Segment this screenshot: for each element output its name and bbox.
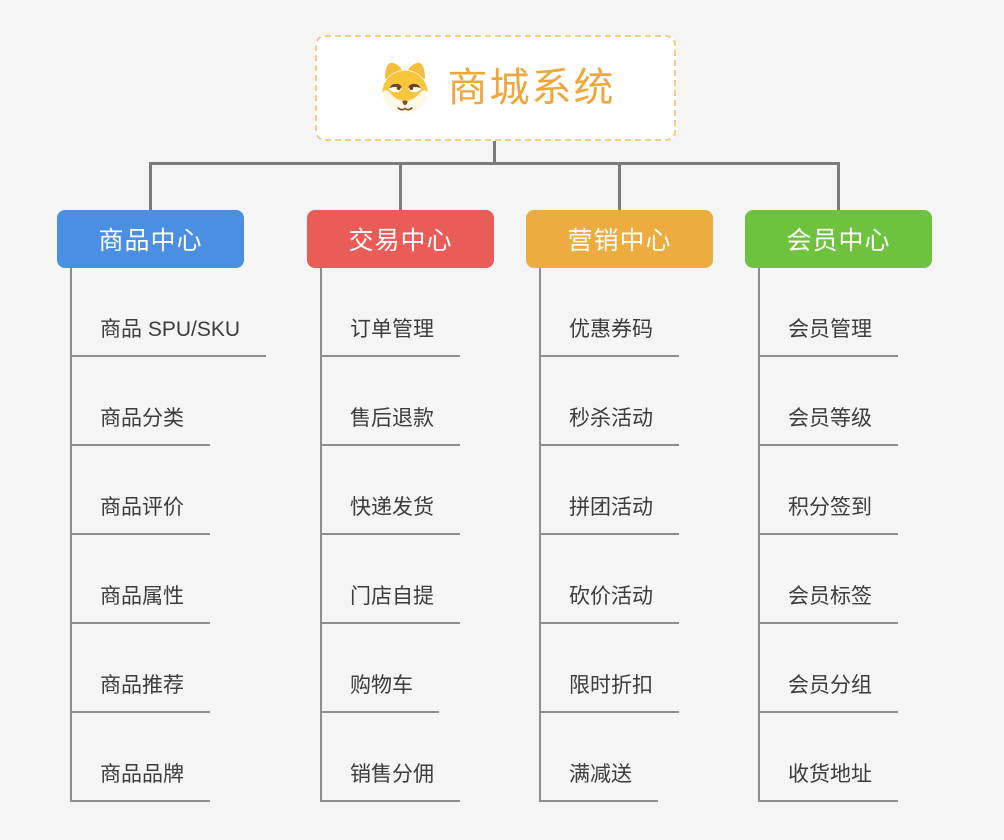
shiba-dog-icon (381, 62, 428, 114)
leaf-node[interactable]: 会员标签 (758, 580, 898, 624)
branch-node-product-center[interactable]: 商品中心 (57, 210, 244, 268)
connector-drop (399, 162, 402, 210)
connector-rail (149, 162, 839, 165)
leaf-node[interactable]: 积分签到 (758, 491, 898, 535)
leaf-node[interactable]: 门店自提 (320, 580, 460, 624)
leaf-node[interactable]: 拼团活动 (539, 491, 679, 535)
connector-drop (618, 162, 621, 210)
connector-stem (493, 141, 496, 165)
branch-trunk-line (758, 268, 760, 802)
leaf-node[interactable]: 订单管理 (320, 313, 460, 357)
leaf-node[interactable]: 销售分佣 (320, 758, 460, 802)
root-node-title: 商城系统 (447, 66, 616, 110)
branch-trunk-line (70, 268, 72, 802)
branch-node-marketing-center[interactable]: 营销中心 (526, 210, 713, 268)
leaf-node[interactable]: 商品品牌 (70, 758, 210, 802)
leaf-node[interactable]: 秒杀活动 (539, 402, 679, 446)
branch-node-trade-center[interactable]: 交易中心 (307, 210, 494, 268)
leaf-node[interactable]: 收货地址 (758, 758, 898, 802)
leaf-node[interactable]: 会员管理 (758, 313, 898, 357)
leaf-node[interactable]: 售后退款 (320, 402, 460, 446)
leaf-node[interactable]: 优惠券码 (539, 313, 679, 357)
leaf-node[interactable]: 满减送 (539, 758, 658, 802)
branch-trunk-line (539, 268, 541, 802)
branch-node-member-center[interactable]: 会员中心 (745, 210, 932, 268)
leaf-node[interactable]: 限时折扣 (539, 669, 679, 713)
leaf-node[interactable]: 商品 SPU/SKU (70, 313, 267, 357)
leaf-node[interactable]: 商品评价 (70, 491, 210, 535)
leaf-node[interactable]: 商品分类 (70, 402, 210, 446)
leaf-node[interactable]: 砍价活动 (539, 580, 679, 624)
leaf-node[interactable]: 商品推荐 (70, 669, 210, 713)
connector-drop (149, 162, 152, 210)
leaf-node[interactable]: 会员分组 (758, 669, 898, 713)
root-node[interactable]: 商城系统 (315, 35, 676, 141)
leaf-node[interactable]: 快递发货 (320, 491, 460, 535)
branch-trunk-line (320, 268, 322, 802)
leaf-node[interactable]: 购物车 (320, 669, 439, 713)
leaf-node[interactable]: 会员等级 (758, 402, 898, 446)
leaf-node[interactable]: 商品属性 (70, 580, 210, 624)
connector-drop (837, 162, 840, 210)
